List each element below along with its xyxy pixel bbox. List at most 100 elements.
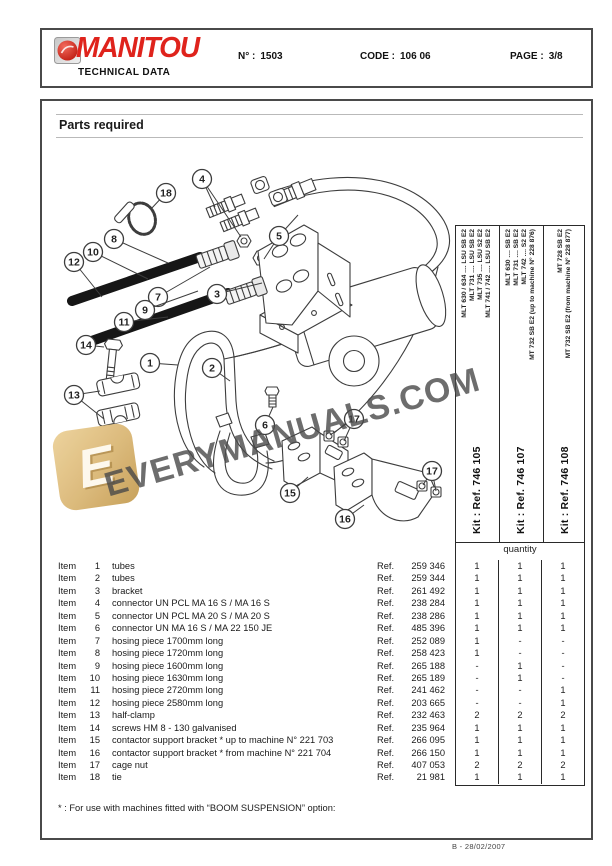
quantity-cell: 1 <box>498 671 541 685</box>
quantity-cell: - <box>498 634 541 648</box>
kit-model-label: MT 732 SB E2 (up to machine N° 228 876) <box>529 229 537 360</box>
quantity-cell: 1 <box>541 696 584 710</box>
ref-label: Ref. <box>377 598 395 609</box>
item-number: 6 <box>94 623 100 634</box>
quantity-cell: - <box>498 684 541 697</box>
callout-circle-13 <box>63 384 85 406</box>
ref-label: Ref. <box>377 672 395 683</box>
ref-label: Ref. <box>377 722 395 733</box>
quantity-cell: 1 <box>474 561 480 571</box>
quantity-cell: 1 <box>474 722 480 733</box>
item-number: 2 <box>94 573 100 584</box>
quantity-cell: 1 <box>474 747 480 758</box>
callout-number: 13 <box>68 390 80 402</box>
part-ref: 265 189 <box>411 672 445 683</box>
item-number: 3 <box>94 585 100 596</box>
doc-page: PAGE :3/8 <box>510 51 563 62</box>
item-label: Item <box>58 747 77 758</box>
part-ref: 238 284 <box>411 598 445 609</box>
part-ref: 259 344 <box>411 573 445 584</box>
quantity-cell: 1 <box>498 584 541 598</box>
manitou-logo-icon <box>54 37 81 64</box>
part-description: connector UN PCL MA 16 S / MA 16 S <box>112 598 270 609</box>
item-number: 10 <box>89 672 100 683</box>
item-number: 11 <box>90 685 100 696</box>
kit-model-label: MT 728 SB E2 <box>556 229 564 273</box>
callout-number: 5 <box>276 231 282 243</box>
callout-circle-16 <box>334 508 356 530</box>
quantity-cell: 2 <box>498 759 541 772</box>
quantity-cell: - <box>541 659 584 672</box>
part-ref: 252 089 <box>411 635 445 646</box>
quantity-row: --1 <box>456 684 584 697</box>
item-number: 8 <box>94 648 100 659</box>
ref-label: Ref. <box>377 660 395 671</box>
quantity-cell: 2 <box>498 709 541 722</box>
quantity-cell: 1 <box>474 648 480 659</box>
callout-circle-17 <box>343 408 365 430</box>
callout-circle-12 <box>63 251 85 273</box>
part-description: connector UN MA 16 S / MA 22 150 JE <box>112 623 273 634</box>
part-ref: 203 665 <box>411 697 445 708</box>
quantity-row: 1-- <box>456 647 584 660</box>
ref-label: Ref. <box>377 610 395 621</box>
callout-number: 4 <box>199 174 205 186</box>
item-label: Item <box>58 585 77 596</box>
item-label: Item <box>58 660 77 671</box>
part-description: hosing piece 1720mm long <box>112 648 224 659</box>
callout-circle-1 <box>139 352 161 374</box>
kit-model-label: MT 732 SB E2 (from machine N° 228 877) <box>564 229 572 359</box>
item-number: 4 <box>94 598 100 609</box>
item-label: Item <box>58 598 77 609</box>
item-number: 17 <box>89 760 100 770</box>
quantity-cell: - <box>475 685 479 696</box>
callout-number: 1 <box>147 358 153 370</box>
quantity-cell: 1 <box>541 684 584 697</box>
kit-ref-label: Kit : Ref. 746 108 <box>558 446 571 534</box>
quantity-cell: 1 <box>498 560 541 573</box>
header: MANITOU TECHNICAL DATA N° :1503 CODE :10… <box>40 28 593 88</box>
item-label: Item <box>58 772 77 783</box>
quantity-cell: - <box>475 660 479 671</box>
callout-number: 2 <box>209 363 215 375</box>
quantity-cell: 1 <box>541 609 584 623</box>
callout-leader-line <box>201 178 242 238</box>
ref-label: Ref. <box>377 685 395 696</box>
kit-ref-label: Kit : Ref. 746 107 <box>515 446 528 534</box>
quantity-cell: - <box>475 697 479 708</box>
item-number: 16 <box>89 747 100 758</box>
kit-model-label: MLT 731 .... LSU SB E2 <box>468 229 476 301</box>
quantity-cell: 1 <box>474 610 480 621</box>
callout-number: 8 <box>111 234 117 246</box>
quantity-cell: 1 <box>498 734 541 747</box>
quantity-row: 1-- <box>456 634 584 648</box>
quantity-cell: 1 <box>498 622 541 635</box>
kit-model-label: MLT 741 / 742 .... LSU SB E2 <box>485 229 493 318</box>
callout-circle-6 <box>254 414 276 436</box>
quantity-cell: 1 <box>541 734 584 747</box>
part-ref: 485 396 <box>411 623 445 634</box>
quantity-cell: - <box>541 647 584 660</box>
part-ref: 261 492 <box>411 585 445 596</box>
ref-label: Ref. <box>377 697 395 708</box>
callout-circle-18 <box>155 182 177 204</box>
callout-circle-3 <box>206 283 228 305</box>
ref-label: Ref. <box>377 760 395 770</box>
quantity-cell: 2 <box>474 760 480 770</box>
callout-circle-15 <box>279 482 301 504</box>
ref-label: Ref. <box>377 772 395 783</box>
part-ref: 238 286 <box>411 610 445 621</box>
